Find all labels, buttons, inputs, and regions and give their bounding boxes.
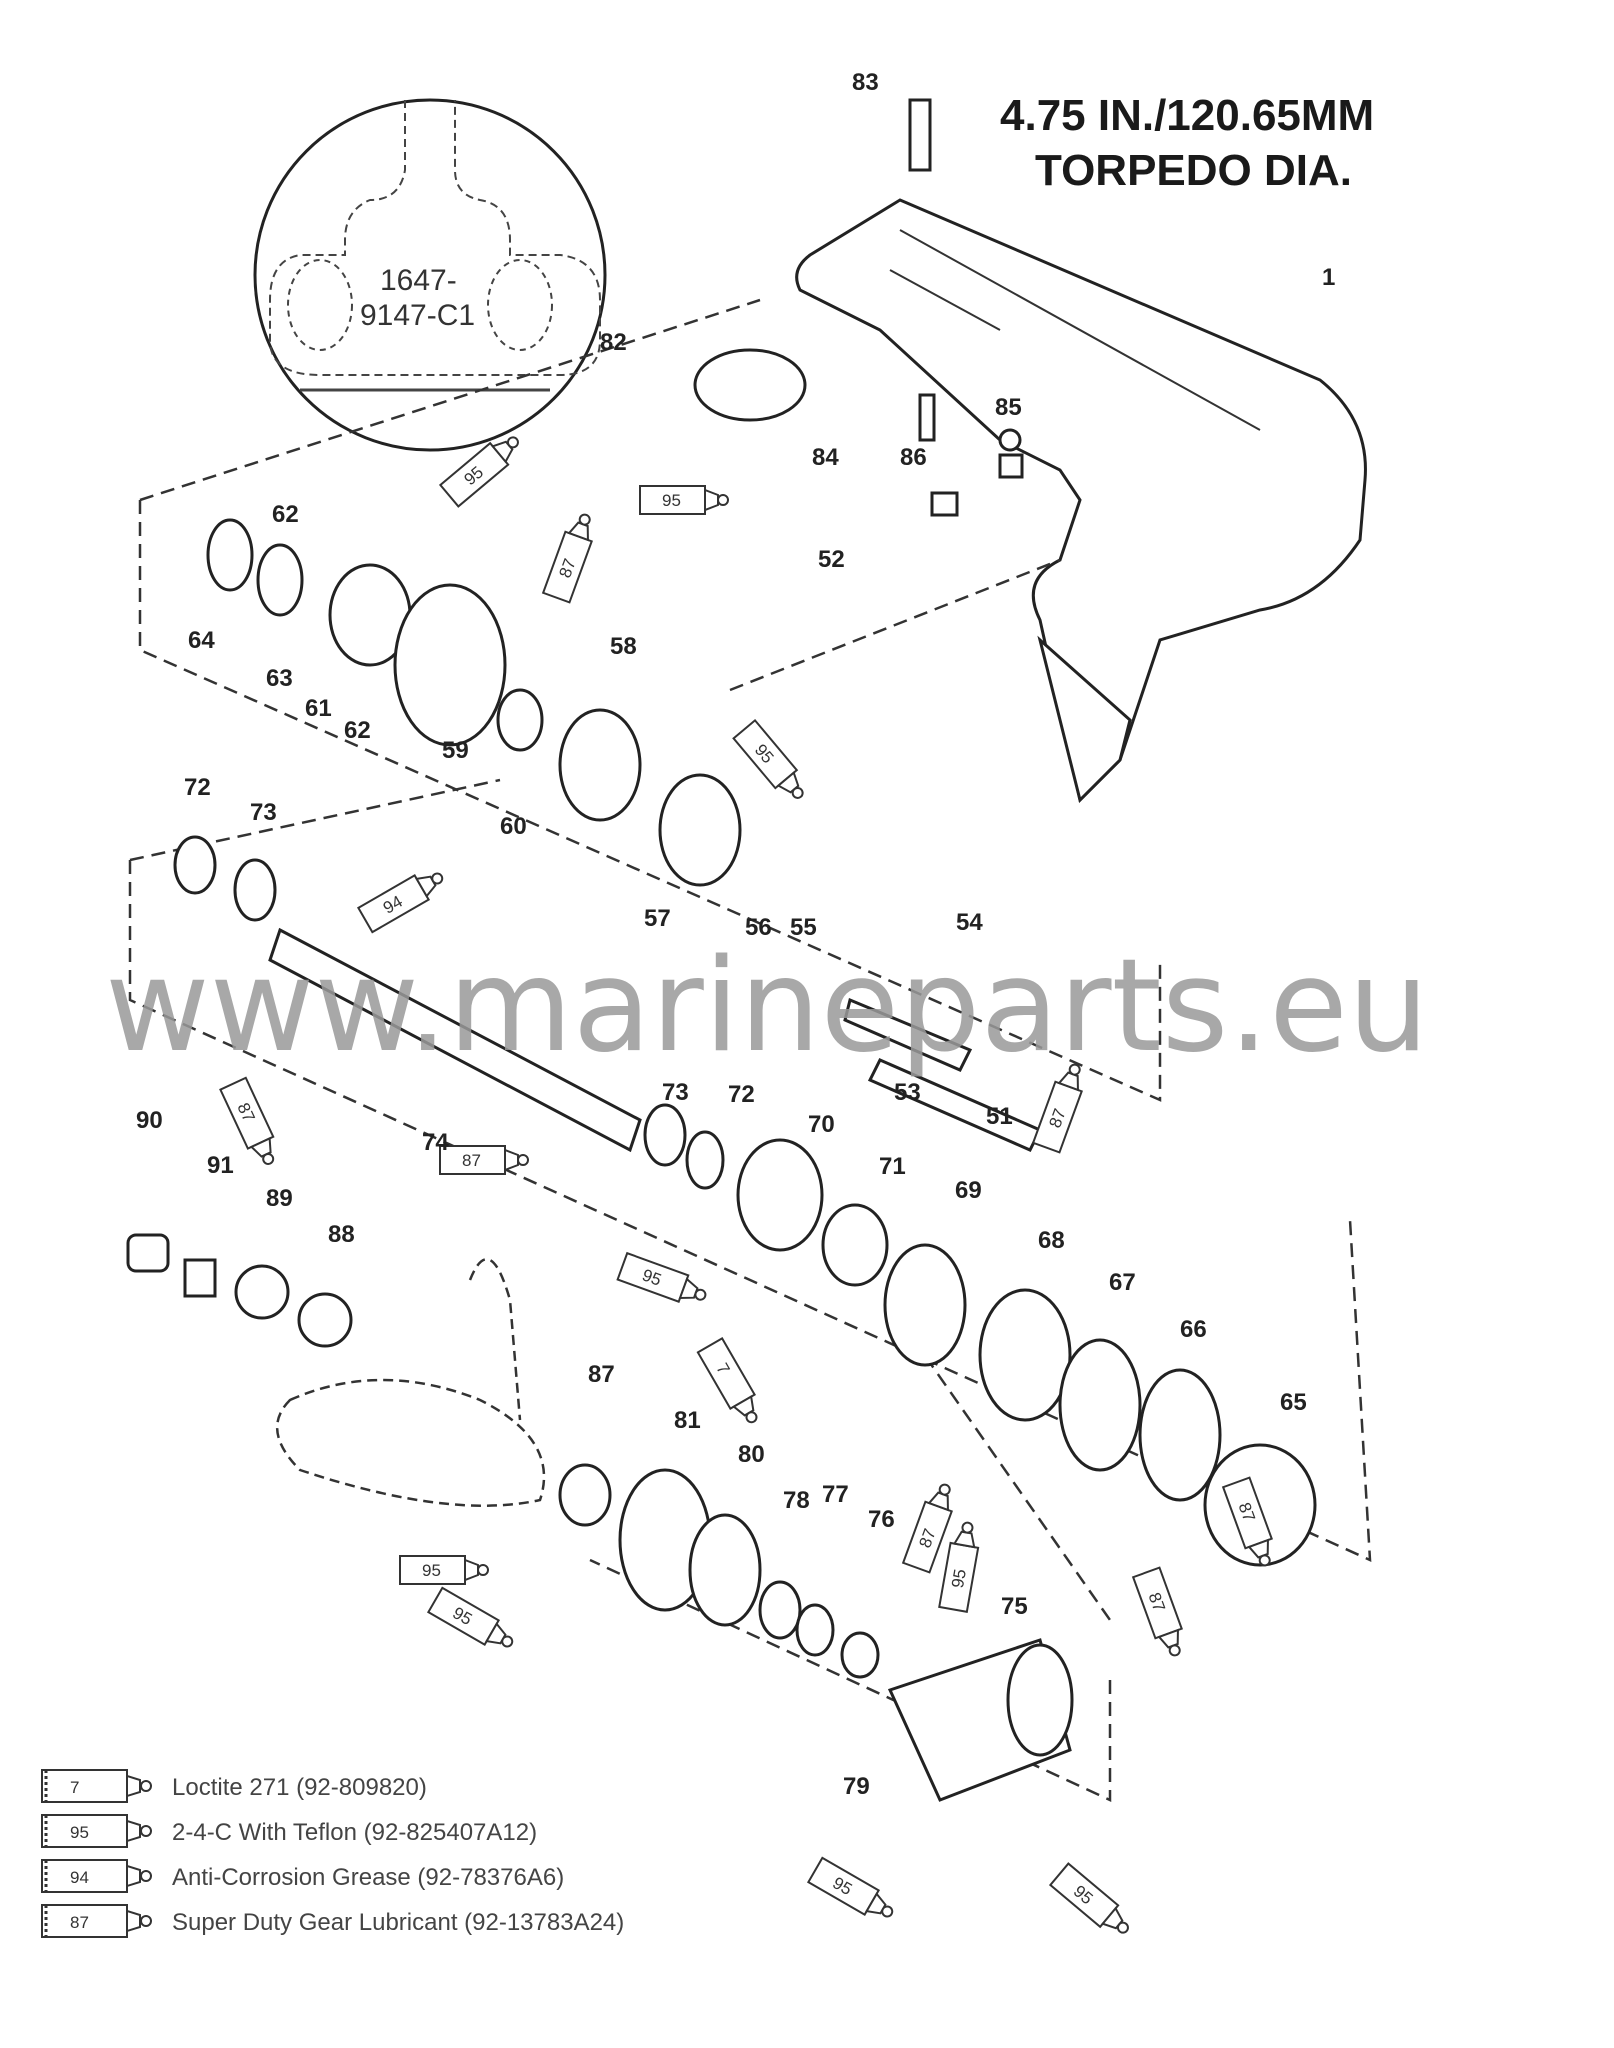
callout-58: 58	[610, 633, 637, 660]
callout-81: 81	[674, 1407, 701, 1434]
lubricant-tube-icon	[41, 1769, 128, 1803]
callout-79: 79	[843, 1773, 870, 1800]
callout-71: 71	[879, 1153, 906, 1180]
lubricant-tube-icon: 87	[439, 1145, 529, 1175]
callout-77: 77	[822, 1481, 849, 1508]
inset-text-2: 9147-C1	[360, 299, 475, 332]
callout-51: 51	[986, 1103, 1013, 1130]
dashed-outline-middle	[128, 778, 1372, 1562]
lubricant-tube-icon: 95	[426, 1586, 514, 1648]
callout-59: 59	[442, 737, 469, 764]
lubricant-tube-icon: 95	[438, 436, 519, 508]
callout-75: 75	[1001, 1593, 1028, 1620]
callout-73: 73	[662, 1079, 689, 1106]
legend-code: 87	[70, 1913, 89, 1932]
legend-text: Anti-Corrosion Grease (92-78376A6)	[172, 1864, 564, 1891]
callout-90: 90	[136, 1107, 163, 1134]
callout-65: 65	[1280, 1389, 1307, 1416]
callout-91: 91	[207, 1152, 234, 1179]
lubricant-tube-icon: 95	[639, 485, 729, 515]
legend-item: 94 Anti-Corrosion Grease (92-78376A6)	[41, 1859, 564, 1893]
tube-code: 87	[462, 1151, 481, 1170]
callout-61: 61	[305, 695, 332, 722]
legend: 7 Loctite 271 (92-809820) 95 2-4-C With Tef…	[41, 1769, 624, 1938]
callout-68: 68	[1038, 1227, 1065, 1254]
gear-housing	[693, 98, 1367, 803]
callout-62: 62	[344, 717, 371, 744]
lubricant-tube-icon: 94	[356, 872, 444, 934]
callout-63: 63	[266, 665, 293, 692]
callout-labels: 83 1 82 85 84 86 52 62 64 63 61 62 59 60 58 57 72 73 56 55 5…	[136, 69, 1335, 1800]
callout-64: 64	[188, 627, 215, 654]
callout-87: 87	[588, 1361, 615, 1388]
callout-83: 83	[852, 69, 879, 96]
callout-55: 55	[790, 914, 817, 941]
inset-text-1: 1647-	[380, 264, 457, 297]
callout-69: 69	[955, 1177, 982, 1204]
callout-67: 67	[1109, 1269, 1136, 1296]
lubricant-tube-icon	[41, 1904, 128, 1938]
callout-70: 70	[808, 1111, 835, 1138]
lubricant-tube-icon: 87	[901, 1483, 953, 1574]
part-82	[693, 348, 807, 422]
tube-code: 95	[948, 1568, 970, 1590]
tube-code: 95	[662, 491, 681, 510]
legend-item: 7 Loctite 271 (92-809820)	[41, 1769, 427, 1803]
lubricant-tube-icon: 87	[1131, 1566, 1183, 1657]
lubricant-tube-icon: 87	[1221, 1476, 1273, 1567]
lubricant-tube-icon: 95	[399, 1555, 489, 1585]
callout-86: 86	[900, 444, 927, 471]
callout-56: 56	[745, 914, 772, 941]
callout-88: 88	[328, 1221, 355, 1248]
callout-80: 80	[738, 1441, 765, 1468]
lubricant-tube-icon: 87	[219, 1076, 275, 1165]
lubricant-tube-icon: 95	[616, 1251, 707, 1303]
callout-72: 72	[728, 1081, 755, 1108]
upper-gear-parts	[206, 518, 742, 887]
lubricant-tube-icon: 87	[541, 513, 593, 604]
legend-text: Loctite 271 (92-809820)	[172, 1774, 427, 1801]
callout-52: 52	[818, 546, 845, 573]
callout-53: 53	[894, 1079, 921, 1106]
callout-57: 57	[644, 905, 671, 932]
callout-1: 1	[1322, 264, 1335, 291]
lubricant-tube-icon: 95	[938, 1521, 980, 1613]
callout-62: 62	[272, 501, 299, 528]
callout-82: 82	[600, 329, 627, 356]
dashed-outline-upper	[138, 298, 1162, 1102]
callout-78: 78	[783, 1487, 810, 1514]
dashed-outline-lower	[589, 1319, 1112, 1802]
lubricant-tube-icon: 95	[1048, 1862, 1129, 1934]
lubricant-tube-icon: 95	[806, 1856, 894, 1918]
callout-76: 76	[868, 1506, 895, 1533]
inset-detail: 1647- 9147-C1	[253, 98, 607, 452]
watermark: www.marineparts.eu	[105, 932, 1429, 1081]
callout-89: 89	[266, 1185, 293, 1212]
title-line-1: 4.75 IN./120.65MM	[1000, 91, 1374, 140]
lubricant-tube-icon: 95	[732, 718, 804, 799]
callout-66: 66	[1180, 1316, 1207, 1343]
callout-73: 73	[250, 799, 277, 826]
legend-code: 7	[70, 1778, 79, 1797]
callout-72: 72	[184, 774, 211, 801]
legend-code: 94	[70, 1868, 89, 1887]
title-line-2: TORPEDO DIA.	[1035, 146, 1352, 195]
legend-item: 95 2-4-C With Teflon (92-825407A12)	[41, 1814, 537, 1848]
legend-text: 2-4-C With Teflon (92-825407A12)	[172, 1819, 537, 1846]
tube-code: 95	[422, 1561, 441, 1580]
lubricant-tube-icon: 7	[696, 1336, 758, 1424]
legend-text: Super Duty Gear Lubricant (92-13783A24)	[172, 1909, 624, 1936]
callout-84: 84	[812, 444, 839, 471]
callout-60: 60	[500, 813, 527, 840]
legend-code: 95	[70, 1823, 89, 1842]
callout-74: 74	[422, 1129, 449, 1156]
bolt-83	[908, 98, 932, 172]
callout-85: 85	[995, 394, 1022, 421]
callout-54: 54	[956, 909, 983, 936]
lubricant-tube-icon: 87	[1031, 1063, 1083, 1154]
legend-item: 87 Super Duty Gear Lubricant (92-13783A24…	[41, 1904, 624, 1938]
propeller-and-lower-parts	[126, 1233, 1074, 1802]
